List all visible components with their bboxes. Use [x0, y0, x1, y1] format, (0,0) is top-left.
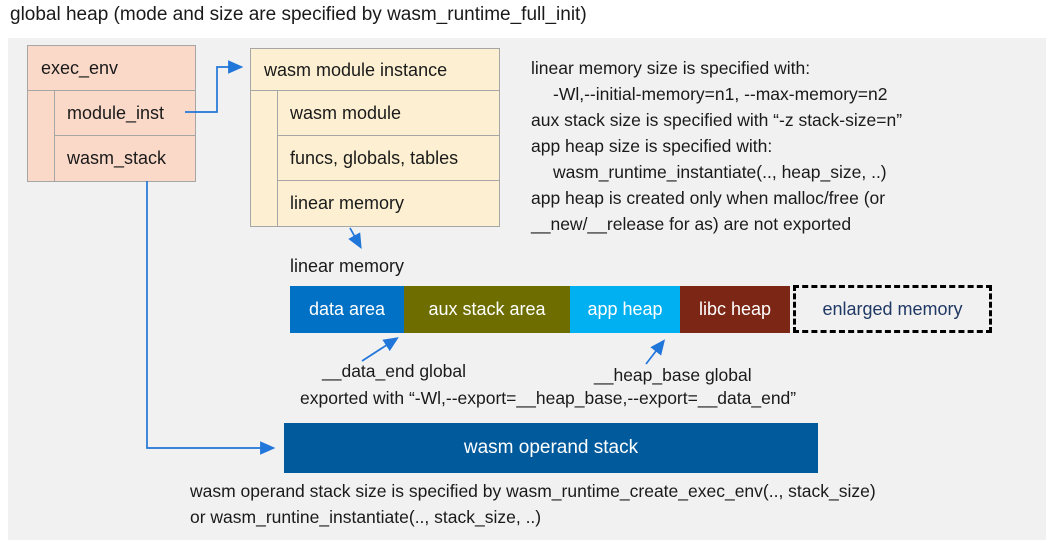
- segment-libc-heap: libc heap: [680, 286, 790, 333]
- exported-with-label: exported with “-Wl,--export=__heap_base,…: [300, 388, 797, 408]
- module-instance-row-funcs-globals-tables: funcs, globals, tables: [278, 136, 499, 181]
- operand-stack-note: wasm operand stack size is specified by …: [190, 478, 876, 530]
- note-line: linear memory size is specified with:: [531, 58, 811, 78]
- note-line: wasm operand stack size is specified by …: [190, 481, 876, 501]
- module-instance-title: wasm module instance: [251, 49, 499, 91]
- linear-memory-label: linear memory: [290, 256, 405, 276]
- exec-env-title: exec_env: [28, 46, 195, 91]
- memory-size-notes: linear memory size is specified with: -W…: [531, 55, 902, 237]
- segment-app-heap: app heap: [570, 286, 680, 333]
- note-line: aux stack size is specified with “-z sta…: [531, 110, 903, 130]
- note-line: -Wl,--initial-memory=n1, --max-memory=n2: [553, 84, 888, 104]
- note-line: wasm_runtime_instantiate(.., heap_size, …: [553, 162, 887, 182]
- diagram-title: global heap (mode and size are specified…: [10, 4, 587, 25]
- enlarged-memory-box: enlarged memory: [793, 285, 992, 333]
- wasm-operand-stack-bar: wasm operand stack: [284, 423, 818, 473]
- note-line: __new/__release for as) are not exported: [531, 214, 852, 234]
- exec-env-row-module-inst: module_inst: [55, 91, 195, 136]
- module-instance-rows: wasm module funcs, globals, tables linea…: [277, 91, 499, 226]
- note-line: app heap size is specified with:: [531, 136, 773, 156]
- note-line: or wasm_runtine_instantiate(.., stack_si…: [190, 507, 542, 527]
- note-line: app heap is created only when malloc/fre…: [531, 188, 886, 208]
- segment-aux-stack-area: aux stack area: [404, 286, 570, 333]
- exec-env-box: exec_env module_inst wasm_stack: [27, 45, 196, 182]
- module-instance-row-linear-memory: linear memory: [290, 193, 405, 213]
- exec-env-row-wasm-stack: wasm_stack: [67, 148, 167, 168]
- data-end-global-label: __data_end global: [322, 361, 467, 381]
- module-instance-box: wasm module instance wasm module funcs, …: [250, 48, 500, 227]
- module-instance-row-wasm-module: wasm module: [278, 91, 499, 136]
- heap-base-global-label: __heap_base global: [594, 365, 752, 385]
- segment-data-area: data area: [290, 286, 404, 333]
- exec-env-rows: module_inst wasm_stack: [54, 91, 195, 181]
